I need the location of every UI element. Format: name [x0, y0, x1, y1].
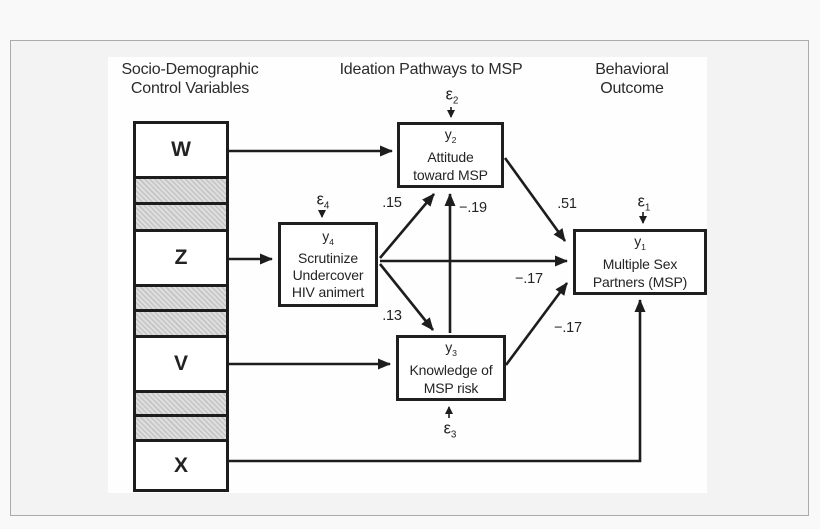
box-y1-id: y1	[634, 232, 646, 252]
hatched-segment	[136, 205, 226, 232]
hatched-segment	[136, 287, 226, 312]
box-y1-multiple-sex-partners: y1 Multiple Sex Partners (MSP)	[573, 229, 707, 295]
box-y3-knowledge: y3 Knowledge of MSP risk	[396, 335, 506, 401]
hatched-segment	[136, 312, 226, 338]
header-control-variables: Socio-Demographic Control Variables	[90, 60, 290, 98]
control-variable-v: V	[136, 338, 226, 393]
box-y4-id: y4	[322, 227, 334, 247]
control-variable-z: Z	[136, 232, 226, 287]
header-control-variables-line1: Socio-Demographic	[121, 61, 259, 78]
path-x-to-y1	[229, 299, 646, 463]
box-y2-line1: Attitude	[427, 149, 474, 166]
path-y4-to-y2	[379, 193, 435, 259]
box-y4-line3: HIV animert	[291, 284, 365, 301]
hatched-segment	[136, 179, 226, 205]
coef-y3-to-y1: −.17	[554, 320, 582, 336]
header-ideation-pathways-line1: Ideation Pathways to MSP	[339, 61, 523, 78]
box-y4-line1: Scrutinize	[298, 250, 358, 267]
box-y2-id: y2	[444, 125, 457, 145]
path-y4-to-y3	[378, 263, 435, 331]
box-y2-line2: toward MSP	[413, 166, 488, 183]
control-variable-column: W Z V X	[133, 121, 229, 492]
box-y4-line2: Undercover	[292, 267, 364, 284]
hatched-segment	[136, 393, 226, 417]
error-term-e4: ε4	[316, 190, 330, 212]
control-variable-x: X	[136, 442, 226, 489]
coef-y4-to-y2: .15	[382, 195, 402, 211]
control-variable-w: W	[136, 124, 226, 179]
hatched-segment	[136, 417, 226, 442]
error-term-e3: ε3	[443, 419, 457, 441]
box-y3-line1: Knowledge of	[409, 362, 493, 379]
box-y1-line1: Multiple Sex	[602, 256, 678, 273]
path-y2-to-y1	[503, 157, 567, 242]
path-y3-to-y1	[504, 282, 569, 366]
coef-y4-to-y3: .13	[382, 308, 402, 324]
box-y3-line2: MSP risk	[423, 379, 479, 396]
box-y4-scrutinize: y4 Scrutinize Undercover HIV animert	[278, 222, 378, 307]
header-ideation-pathways: Ideation Pathways to MSP	[321, 60, 541, 79]
box-y2-attitude: y2 Attitude toward MSP	[397, 122, 504, 188]
header-control-variables-line2: Control Variables	[130, 80, 250, 97]
error-term-e1: ε1	[637, 192, 651, 214]
header-behavioral-outcome-line2: Outcome	[600, 80, 664, 97]
coef-y3-to-y2: −.19	[459, 200, 487, 216]
header-behavioral-outcome: Behavioral Outcome	[532, 60, 732, 98]
box-y3-id: y3	[445, 338, 457, 358]
box-y1-line2: Partners (MSP)	[592, 273, 688, 290]
header-behavioral-outcome-line1: Behavioral	[595, 61, 669, 78]
error-term-e2: ε2	[445, 85, 459, 107]
coef-y2-to-y1: .51	[557, 196, 577, 212]
coef-y4-to-y1: −.17	[515, 271, 543, 287]
